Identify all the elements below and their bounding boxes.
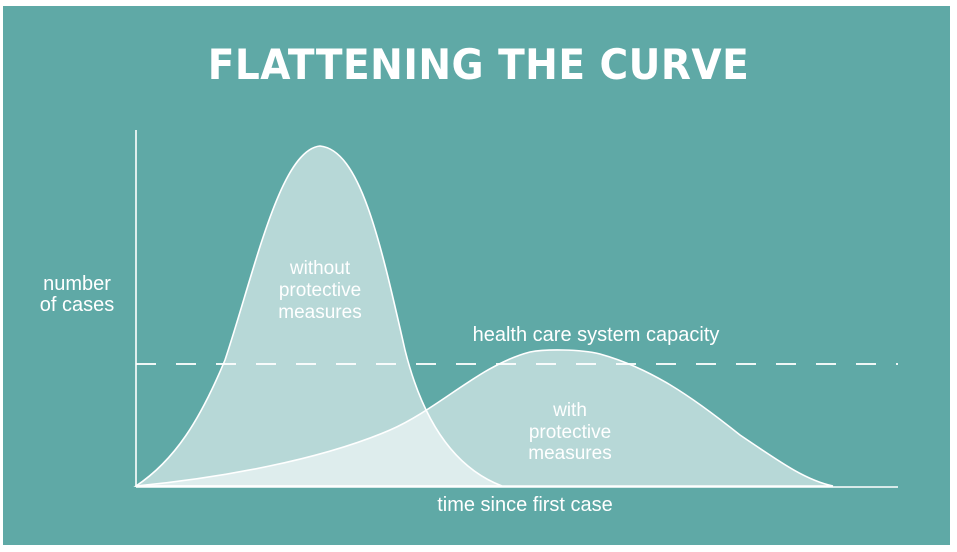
y-axis-label-line1: number: [43, 273, 111, 295]
with-label-line2: protective: [529, 422, 611, 443]
with-label-line3: measures: [528, 443, 611, 464]
without-label-line2: protective: [279, 280, 361, 301]
y-axis-label-line2: of cases: [40, 294, 114, 316]
chart-title: FLATTENING THE CURVE: [207, 40, 750, 89]
without-label-line3: measures: [278, 302, 361, 323]
capacity-label: health care system capacity: [473, 324, 720, 346]
curve-without-protective-measures: [133, 145, 503, 487]
x-axis-label: time since first case: [437, 494, 613, 516]
without-label-line1: without: [289, 258, 351, 279]
with-label-line1: with: [552, 400, 587, 421]
